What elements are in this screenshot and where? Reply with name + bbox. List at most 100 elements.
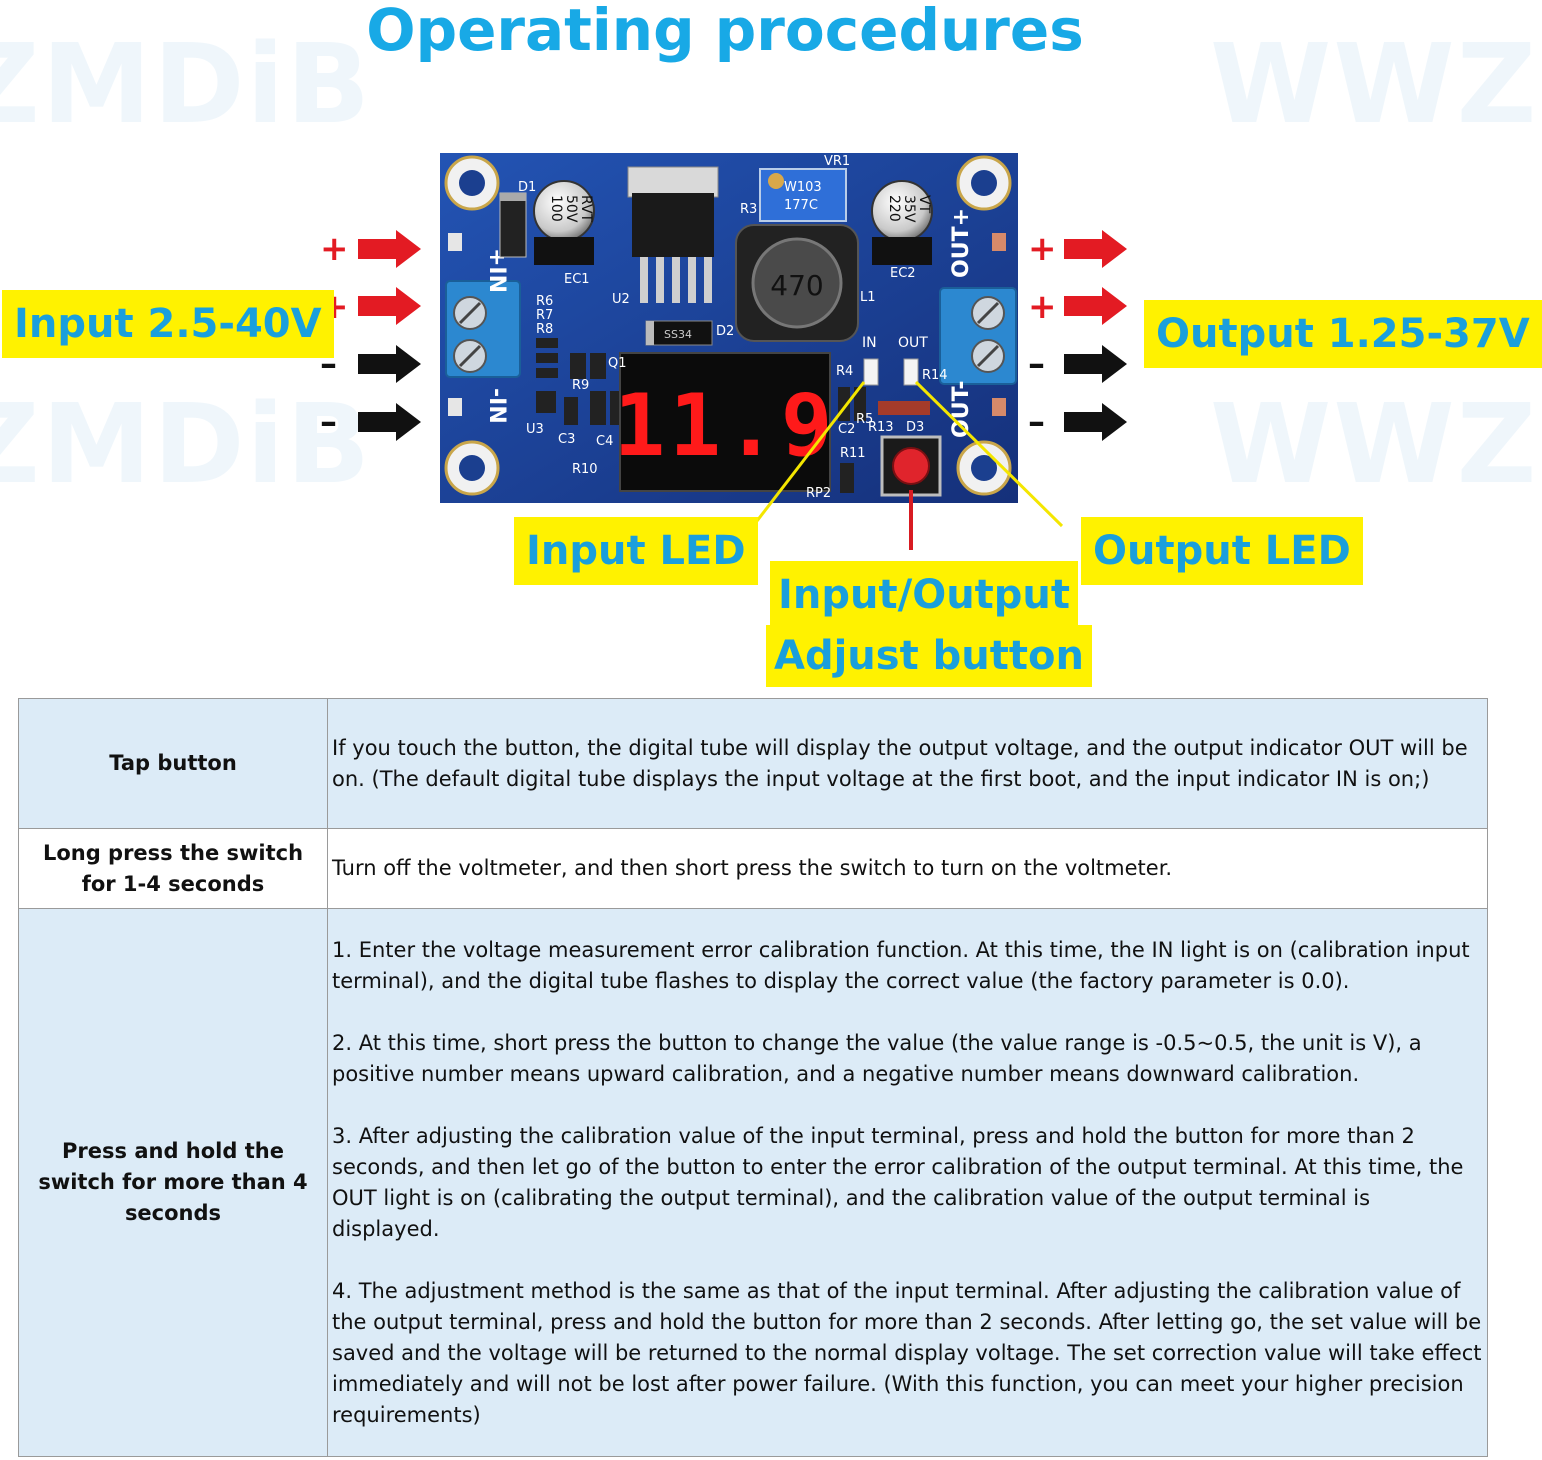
potentiometer-vr1: W103 177C	[759, 168, 847, 222]
svg-text:35V: 35V	[901, 195, 917, 223]
svg-text:220: 220	[886, 195, 902, 222]
silk-refs: VR1 D1 EC1 EC2 U2 L1 D2 D3 U3 C3 C4 R6 R…	[518, 154, 948, 501]
arrow-out-plus-1-icon	[1064, 230, 1127, 268]
arrow-in-plus-1-icon	[358, 230, 421, 268]
svg-text:R11: R11	[840, 446, 866, 461]
led-out	[903, 358, 919, 386]
arrow-in-plus-2-icon	[358, 287, 421, 325]
diode-d1	[499, 192, 527, 258]
pad-in-minus	[448, 398, 462, 416]
table-row: Tap button If you touch the button, the …	[18, 698, 1488, 829]
mount-hole-tl	[444, 155, 500, 211]
svg-text:R14: R14	[922, 368, 948, 383]
watermark-left-top: ZMDiB	[0, 20, 373, 148]
svg-text:C2: C2	[838, 422, 855, 437]
svg-text:50V: 50V	[563, 195, 579, 223]
callout-lines	[748, 380, 1064, 550]
description-cell: 1. Enter the voltage measurement error c…	[327, 908, 1488, 1457]
action-cell: Tap button	[18, 698, 328, 829]
description-cell: If you touch the button, the digital tub…	[327, 698, 1488, 829]
plus-sign-in-1: +	[320, 229, 349, 269]
svg-text:RVT: RVT	[578, 195, 594, 223]
silk-out-plus: OUT+	[949, 208, 974, 278]
svg-text:RP2: RP2	[806, 486, 831, 501]
svg-text:R6: R6	[536, 294, 553, 309]
adjust-switch	[880, 435, 942, 497]
plus-sign-out-2: +	[1028, 287, 1057, 327]
capacitor-ec2: 220 35V VT	[871, 180, 933, 265]
svg-text:470: 470	[770, 269, 823, 302]
description-paragraph: 2. At this time, short press the button …	[332, 1030, 1422, 1086]
mount-hole-tr	[956, 155, 1012, 211]
action-cell: Press and hold the switch for more than …	[18, 908, 328, 1457]
output-led-label: Output LED	[1081, 517, 1363, 585]
pcb-board-illustration: +IN -IN OUT+ OUT- 100 50V RVT 220 35V VT…	[440, 153, 1018, 503]
input-led-label: Input LED	[514, 517, 758, 585]
svg-text:D2: D2	[716, 324, 734, 339]
pad-out-plus	[992, 233, 1006, 251]
watermark-left-mid: ZMDiB	[0, 380, 373, 508]
svg-text:VR1: VR1	[824, 154, 850, 169]
svg-text:R3: R3	[740, 202, 757, 217]
description-cell: Turn off the voltmeter, and then short p…	[327, 828, 1488, 909]
input-terminal-block	[445, 280, 521, 378]
svg-text:R10: R10	[572, 462, 598, 477]
seven-segment-display: 11.9	[613, 352, 836, 492]
description-paragraph: 3. After adjusting the calibration value…	[332, 1123, 1464, 1241]
minus-sign-in-2: –	[320, 402, 337, 442]
arrow-in-minus-2-icon	[358, 403, 421, 441]
svg-text:C3: C3	[558, 432, 575, 447]
svg-text:L1: L1	[860, 290, 876, 305]
svg-text:D1: D1	[518, 180, 536, 195]
svg-text:C4: C4	[596, 434, 613, 449]
description-paragraph: 1. Enter the voltage measurement error c…	[332, 937, 1470, 993]
svg-text:R8: R8	[536, 322, 553, 337]
description-paragraph: Turn off the voltmeter, and then short p…	[332, 856, 1173, 880]
plus-sign-out-1: +	[1028, 229, 1057, 269]
procedures-table: Tap button If you touch the button, the …	[18, 698, 1488, 1457]
svg-text:EC2: EC2	[890, 266, 916, 281]
capacitor-ec1: 100 50V RVT	[533, 180, 595, 265]
inductor-l1: 470	[735, 224, 859, 342]
page-title: Operating procedures	[366, 0, 1084, 64]
action-cell: Long press the switch for 1-4 seconds	[18, 828, 328, 909]
svg-text:U2: U2	[612, 292, 630, 307]
description-paragraph: If you touch the button, the digital tub…	[332, 735, 1468, 791]
svg-text:SS34: SS34	[664, 328, 692, 341]
watermark-right-top: WWZ	[1210, 20, 1539, 148]
pad-out-minus	[992, 398, 1006, 416]
svg-text:VT: VT	[916, 195, 932, 214]
svg-text:W103: W103	[784, 180, 822, 195]
adjust-button-label-line2: Adjust button	[766, 625, 1092, 687]
minus-sign-out-1: –	[1028, 344, 1045, 384]
svg-text:U3: U3	[526, 422, 544, 437]
arrow-out-minus-2-icon	[1064, 403, 1127, 441]
svg-text:177C: 177C	[784, 198, 818, 213]
mount-hole-br	[956, 440, 1012, 496]
table-row: Press and hold the switch for more than …	[18, 908, 1488, 1457]
minus-sign-out-2: –	[1028, 402, 1045, 442]
svg-text:R4: R4	[836, 364, 853, 379]
watermark-right-mid: WWZ	[1210, 380, 1539, 508]
svg-text:D3: D3	[906, 420, 924, 435]
silk-in-minus: -IN	[484, 388, 509, 424]
arrow-in-minus-1-icon	[358, 345, 421, 383]
display-readout: 11.9	[613, 376, 836, 476]
mount-hole-bl	[444, 440, 500, 496]
description-paragraph: 4. The adjustment method is the same as …	[332, 1278, 1482, 1427]
svg-text:EC1: EC1	[564, 272, 590, 287]
led-in	[863, 358, 879, 386]
regulator-ic-u2	[627, 166, 719, 303]
adjust-button-label-line1: Input/Output	[770, 561, 1079, 629]
svg-text:R13: R13	[868, 420, 894, 435]
table-row: Long press the switch for 1-4 seconds Tu…	[18, 828, 1488, 909]
silk-led-out: OUT	[898, 335, 928, 351]
svg-text:100: 100	[548, 195, 564, 222]
svg-text:Q1: Q1	[608, 356, 627, 371]
output-voltage-label: Output 1.25-37V	[1144, 300, 1542, 368]
input-voltage-label: Input 2.5-40V	[2, 290, 334, 358]
arrow-out-plus-2-icon	[1064, 287, 1127, 325]
svg-text:R5: R5	[856, 412, 873, 427]
silk-led-in: IN	[862, 335, 877, 351]
output-terminal-block	[939, 287, 1017, 385]
